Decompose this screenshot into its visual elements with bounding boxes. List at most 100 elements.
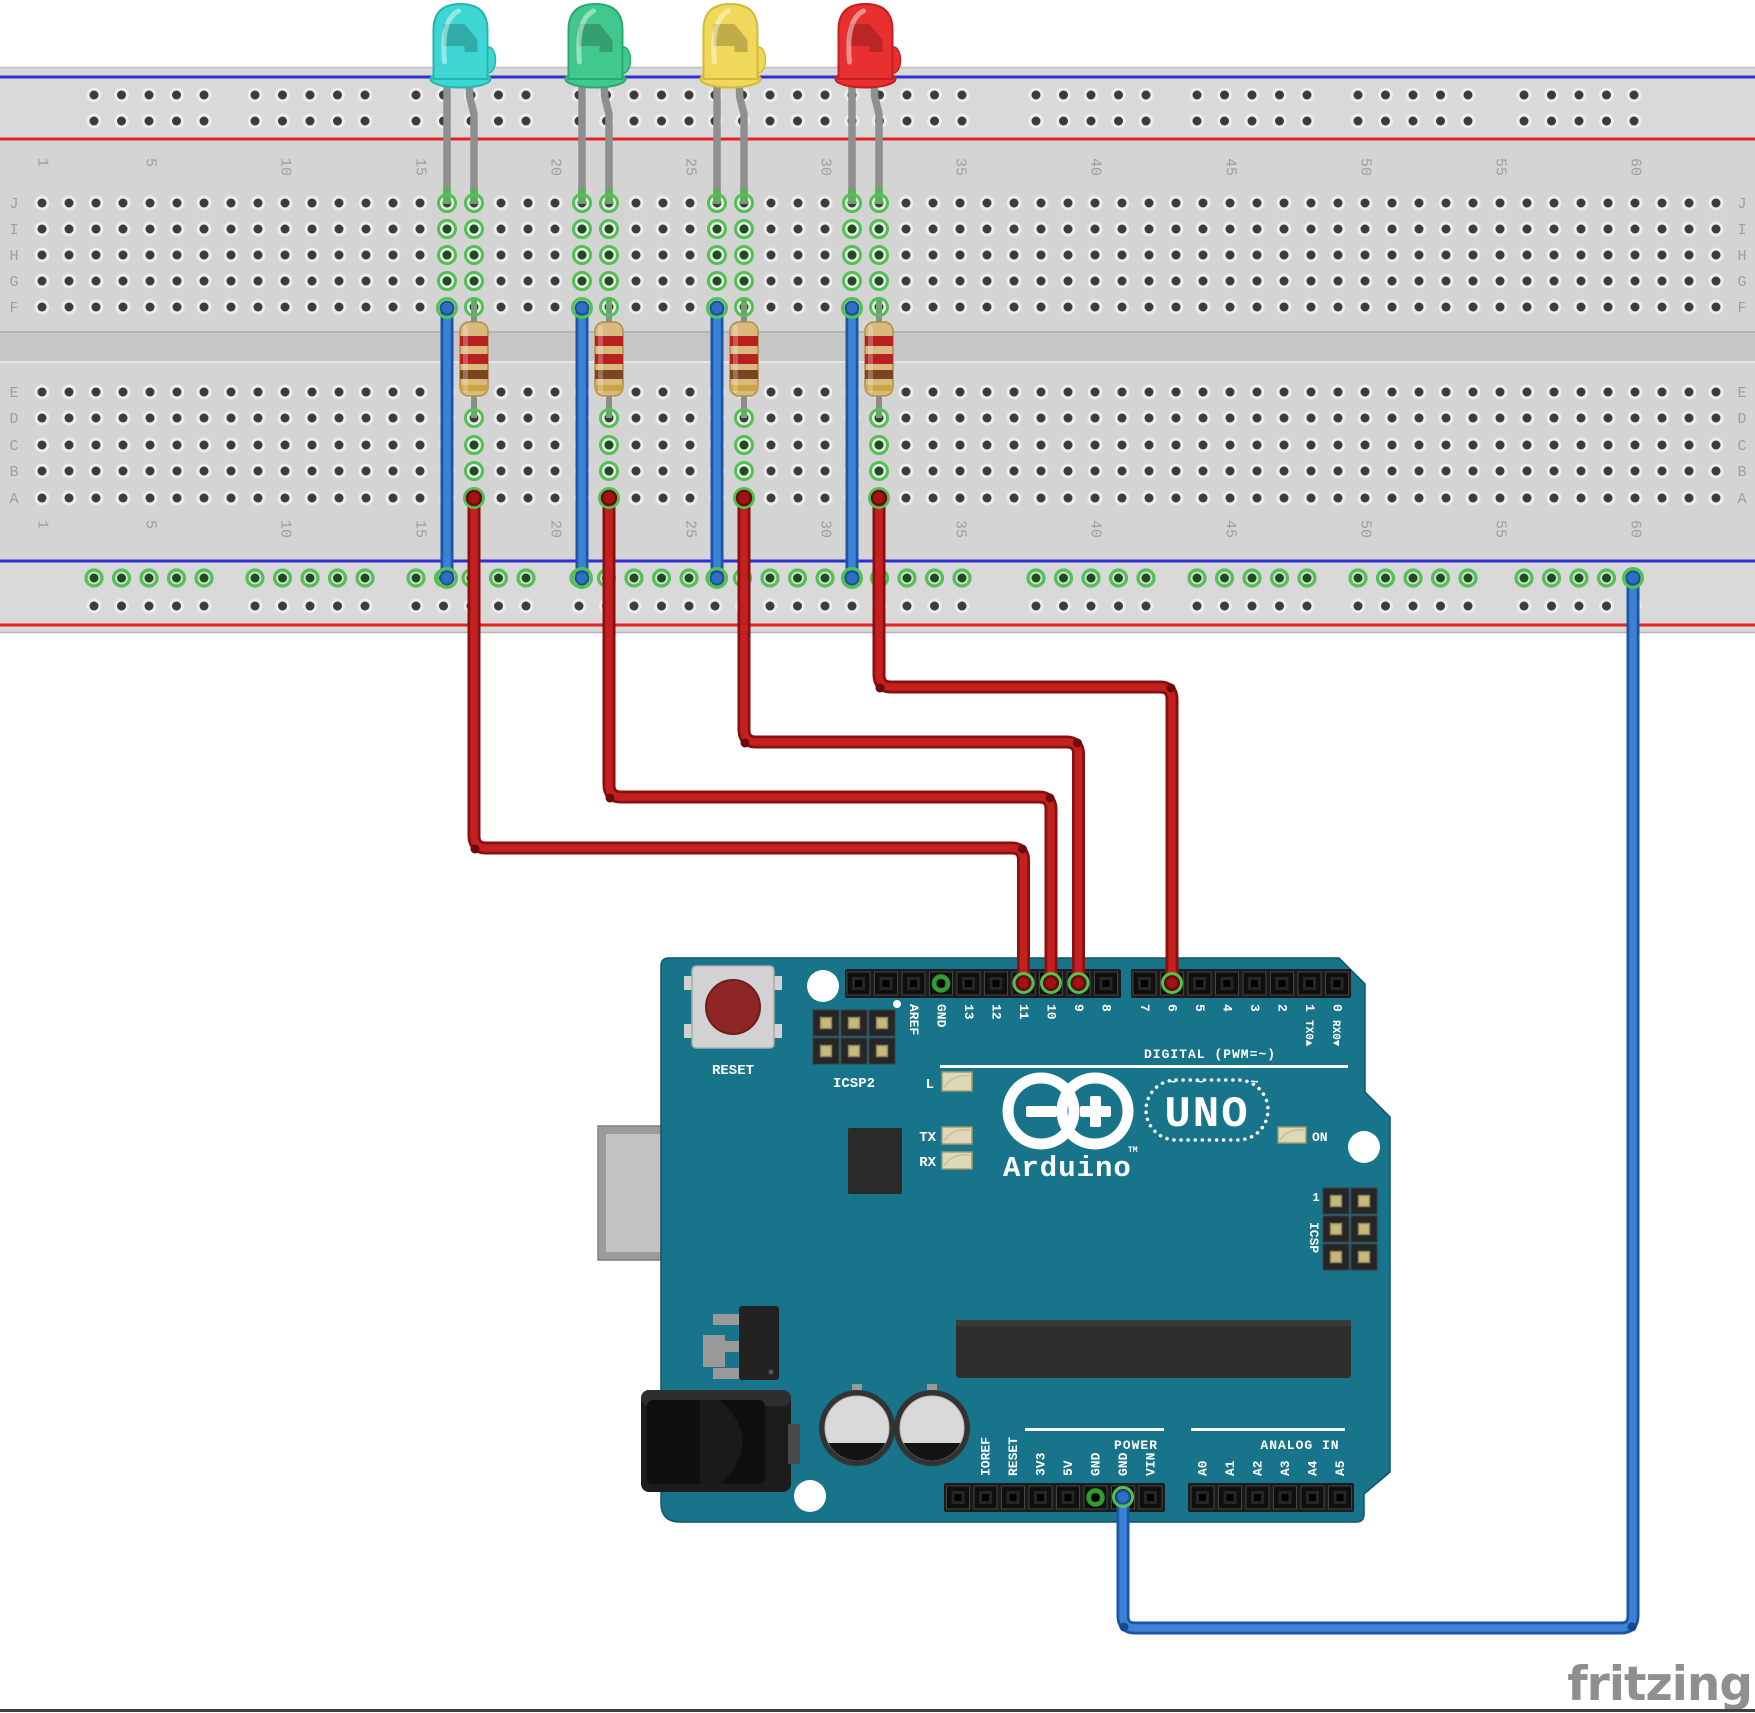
icsp-socket[interactable] <box>1350 1187 1378 1215</box>
power-pin-socket[interactable] <box>946 1485 970 1510</box>
analog-pin-socket[interactable] <box>1328 1485 1352 1510</box>
column-number: 5 <box>142 520 159 529</box>
power-pin-socket[interactable] <box>1001 1485 1025 1510</box>
digital-section-label: DIGITAL (PWM=~) <box>1144 1047 1276 1062</box>
led-dome[interactable] <box>837 2 894 80</box>
analog-pin-socket[interactable] <box>1273 1485 1297 1510</box>
icsp-socket[interactable] <box>840 1009 868 1037</box>
main-ic-chip-edge <box>956 1320 1351 1326</box>
jumper-ground-col16[interactable] <box>436 297 458 589</box>
capacitor <box>819 1384 895 1466</box>
uno-model-label: UNO <box>1164 1090 1249 1140</box>
pin-label: A3 <box>1278 1460 1293 1476</box>
led-dome[interactable] <box>567 2 624 80</box>
reset-button-cap[interactable] <box>705 979 761 1035</box>
resistor-3[interactable] <box>729 297 759 428</box>
digital-pin-socket[interactable] <box>846 971 871 996</box>
digital-pin-socket[interactable] <box>1325 971 1349 996</box>
led-cyan[interactable] <box>429 2 497 509</box>
digital-pin-socket[interactable] <box>956 971 981 996</box>
icsp-socket[interactable] <box>868 1009 896 1037</box>
led-on-indicator <box>1277 1126 1307 1144</box>
digital-pin-socket[interactable] <box>1215 971 1239 996</box>
reset-button[interactable] <box>684 965 782 1049</box>
jumper-ground-col31[interactable] <box>841 297 863 589</box>
mounting-hole <box>794 1480 826 1512</box>
wire-led-red[interactable] <box>872 491 1183 994</box>
row-letter: J <box>9 196 18 213</box>
jumper-ground-col26[interactable] <box>706 297 728 589</box>
row-letter: H <box>1737 248 1746 265</box>
power-pin-socket[interactable] <box>1138 1485 1163 1510</box>
icsp2-header[interactable] <box>812 1009 896 1065</box>
tx0-pin-label: TX0▲ <box>1302 1020 1314 1047</box>
pin-label: 2 <box>1275 1004 1290 1012</box>
digital-pin-socket[interactable] <box>1187 971 1212 996</box>
resistor-band <box>865 336 893 346</box>
power-pin-socket[interactable] <box>1028 1485 1053 1510</box>
led-green[interactable] <box>564 2 632 509</box>
column-number: 5 <box>142 158 159 167</box>
led-dome[interactable] <box>432 2 489 80</box>
icsp-header[interactable] <box>1322 1187 1378 1271</box>
led-polarity-flag-icon <box>578 24 613 52</box>
digital-pin-socket[interactable] <box>1094 971 1118 996</box>
icsp-socket[interactable] <box>868 1037 896 1065</box>
power-pin-socket[interactable] <box>973 1485 998 1510</box>
digital-pin-socket[interactable] <box>1297 971 1322 996</box>
jumper-ground-col21[interactable] <box>571 297 593 589</box>
row-letter: E <box>1737 385 1746 402</box>
led-l-label: L <box>926 1077 934 1093</box>
led-red[interactable] <box>834 2 902 509</box>
column-number: 35 <box>952 520 969 538</box>
digital-pin-socket[interactable] <box>1242 971 1267 996</box>
icsp-socket[interactable] <box>840 1037 868 1065</box>
icsp-socket[interactable] <box>1350 1215 1378 1243</box>
analog-pin-socket[interactable] <box>1300 1485 1325 1510</box>
column-number: 20 <box>547 520 564 538</box>
icsp-socket[interactable] <box>812 1009 840 1037</box>
digital-pin-socket[interactable] <box>1270 971 1294 996</box>
breadboard-components[interactable] <box>429 2 902 509</box>
wire-led-cyan[interactable] <box>467 491 1035 994</box>
row-letter: D <box>1737 411 1746 428</box>
digital-pin-socket[interactable] <box>901 971 926 996</box>
icsp-socket[interactable] <box>1322 1243 1350 1271</box>
capacitors <box>819 1384 970 1466</box>
digital-pin-socket[interactable] <box>1132 971 1157 996</box>
digital-pin-socket[interactable] <box>984 971 1008 996</box>
arduino-board[interactable] <box>660 957 1391 1523</box>
icsp-socket[interactable] <box>1350 1243 1378 1271</box>
fritzing-logo: fritzing <box>1567 1657 1752 1712</box>
breadboard-holes[interactable] <box>34 87 1724 614</box>
led-yellow[interactable] <box>699 2 767 509</box>
power-pin-socket[interactable] <box>1056 1485 1080 1510</box>
led-polarity-flag-icon <box>443 24 478 52</box>
analog-pin-socket[interactable] <box>1190 1485 1215 1510</box>
pin-label: 10 <box>1044 1004 1059 1020</box>
wire-led-green[interactable] <box>602 491 1062 994</box>
pin-label: GND <box>1089 1452 1104 1476</box>
row-letter: F <box>1737 300 1746 317</box>
analog-pin-socket[interactable] <box>1245 1485 1270 1510</box>
wire-gnd-to-rail[interactable] <box>1112 567 1644 1635</box>
wire-led-yellow[interactable] <box>737 491 1090 994</box>
bottom-border-line <box>0 1709 1755 1712</box>
wires[interactable] <box>436 297 1644 1635</box>
icsp-socket[interactable] <box>812 1037 840 1065</box>
pin-label: 1 <box>1302 1004 1317 1012</box>
resistor-1[interactable] <box>459 297 489 428</box>
icsp-socket[interactable] <box>1322 1187 1350 1215</box>
led-dome[interactable] <box>702 2 759 80</box>
column-number: 25 <box>682 158 699 176</box>
resistor-4[interactable] <box>864 297 894 428</box>
column-number: 45 <box>1222 158 1239 176</box>
pin-label: A0 <box>1196 1460 1211 1476</box>
digital-pin-socket[interactable] <box>874 971 898 996</box>
resistor-2[interactable] <box>594 297 624 428</box>
analog-pin-socket[interactable] <box>1218 1485 1242 1510</box>
pin-label: A4 <box>1306 1460 1321 1476</box>
resistor-band <box>595 370 623 379</box>
icsp-socket[interactable] <box>1322 1215 1350 1243</box>
